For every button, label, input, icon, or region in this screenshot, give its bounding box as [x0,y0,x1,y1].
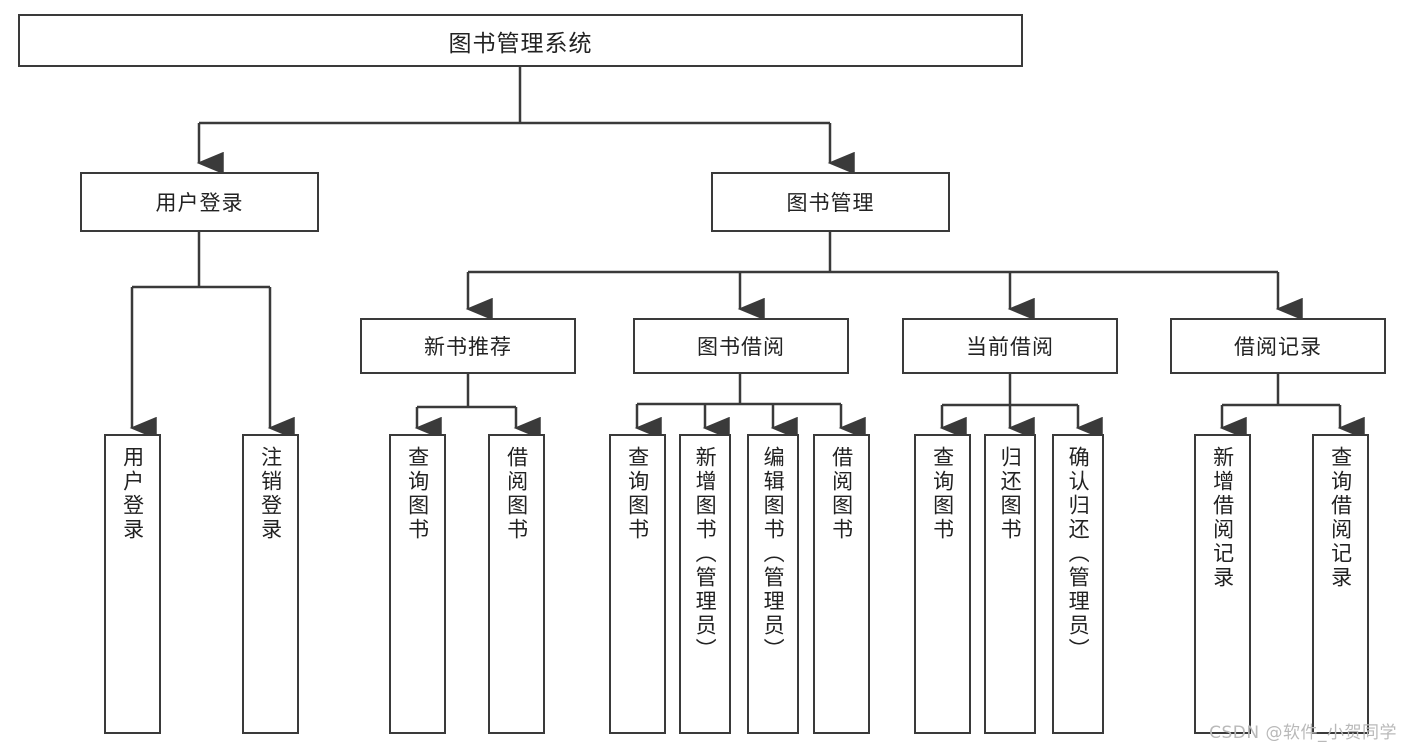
node-user-login[interactable]: 用户登录 [80,172,319,232]
node-leaf-query-book-3-label: 查询图书 [930,446,955,542]
node-leaf-logout-login[interactable]: 注销登录 [242,434,299,734]
node-book-manage-label: 图书管理 [786,191,875,215]
node-leaf-borrow-book-2-label: 借阅图书 [829,446,854,542]
node-leaf-edit-book-label: 编辑图书（管理员） [761,446,786,662]
node-leaf-confirm-return-label: 确认归还（管理员） [1066,446,1091,662]
node-book-borrow-label: 图书借阅 [697,335,785,359]
node-leaf-confirm-return[interactable]: 确认归还（管理员） [1052,434,1104,734]
node-leaf-add-record-label: 新增借阅记录 [1210,446,1235,590]
node-leaf-user-login[interactable]: 用户登录 [104,434,161,734]
node-user-login-label: 用户登录 [155,191,244,215]
node-leaf-query-book-1-label: 查询图书 [405,446,430,542]
node-root-label: 图书管理系统 [448,30,593,57]
node-new-book-recommend[interactable]: 新书推荐 [360,318,576,374]
node-borrow-record[interactable]: 借阅记录 [1170,318,1386,374]
node-leaf-borrow-book-2[interactable]: 借阅图书 [813,434,870,734]
node-leaf-edit-book[interactable]: 编辑图书（管理员） [747,434,799,734]
node-root[interactable]: 图书管理系统 [18,14,1023,67]
node-leaf-query-record[interactable]: 查询借阅记录 [1312,434,1369,734]
node-leaf-logout-login-label: 注销登录 [258,446,283,542]
node-leaf-user-login-label: 用户登录 [120,446,145,542]
csdn-watermark: CSDN @软件_小贺同学 [1209,723,1397,743]
node-leaf-query-book-2[interactable]: 查询图书 [609,434,666,734]
node-leaf-borrow-book-1[interactable]: 借阅图书 [488,434,545,734]
node-borrow-record-label: 借阅记录 [1234,335,1322,359]
node-book-borrow[interactable]: 图书借阅 [633,318,849,374]
node-leaf-add-book[interactable]: 新增图书（管理员） [679,434,731,734]
node-leaf-add-book-label: 新增图书（管理员） [693,446,718,662]
node-current-borrow[interactable]: 当前借阅 [902,318,1118,374]
node-current-borrow-label: 当前借阅 [966,335,1054,359]
node-leaf-query-book-2-label: 查询图书 [625,446,650,542]
node-leaf-return-book-label: 归还图书 [998,446,1023,542]
node-leaf-return-book[interactable]: 归还图书 [984,434,1036,734]
node-leaf-add-record[interactable]: 新增借阅记录 [1194,434,1251,734]
node-leaf-query-record-label: 查询借阅记录 [1328,446,1353,590]
node-book-manage[interactable]: 图书管理 [711,172,950,232]
node-leaf-query-book-3[interactable]: 查询图书 [914,434,971,734]
node-new-book-recommend-label: 新书推荐 [424,335,512,359]
node-leaf-borrow-book-1-label: 借阅图书 [504,446,529,542]
node-leaf-query-book-1[interactable]: 查询图书 [389,434,446,734]
